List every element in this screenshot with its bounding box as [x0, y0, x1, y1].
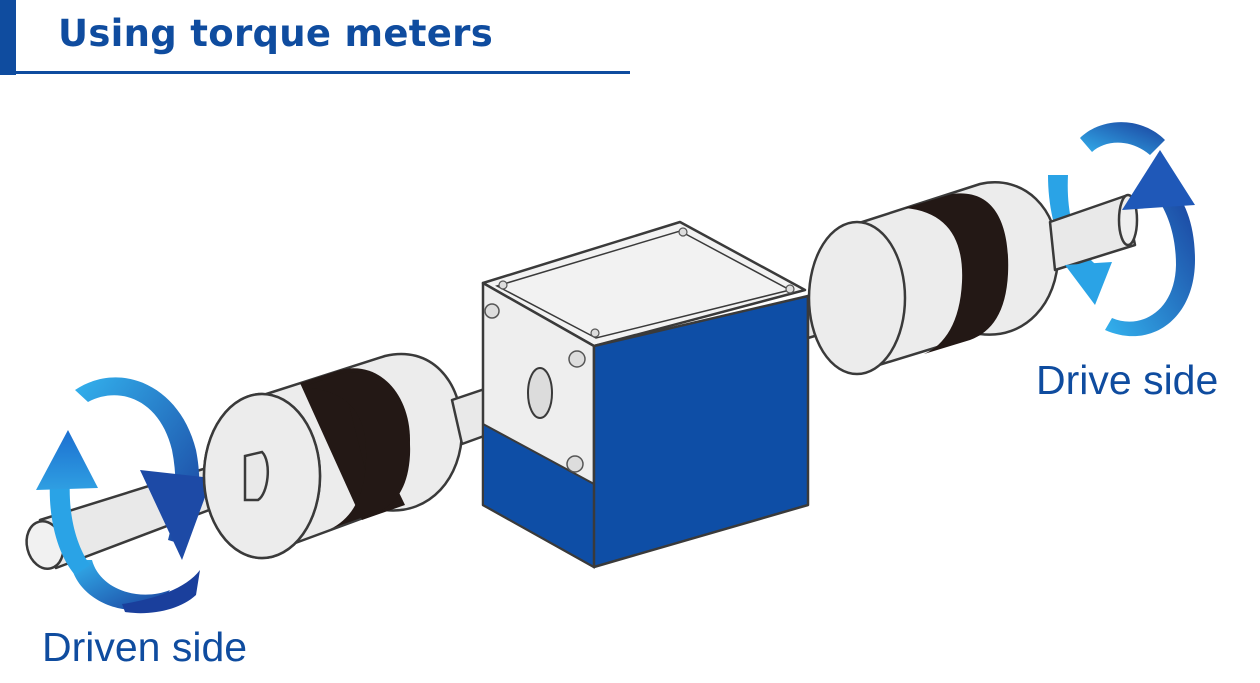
driven-coupling-band [302, 372, 411, 529]
screw-icon [498, 280, 508, 290]
drive-side-label: Drive side [1036, 357, 1219, 403]
torque-meter-housing [481, 220, 810, 569]
screw-icon [484, 303, 500, 319]
screw-icon [566, 455, 584, 473]
driven-side-label: Driven side [42, 624, 248, 670]
drive-rotation-arrow-front-icon [1065, 150, 1195, 337]
screw-icon [785, 284, 795, 294]
drive-rotation-arrow-icon [1048, 122, 1165, 282]
driven-rotation-arrow-icon [75, 377, 212, 560]
driven-coupling-face [202, 392, 322, 560]
page-title: Using torque meters [58, 12, 494, 55]
screw-icon [568, 350, 586, 368]
drive-shaft [1048, 193, 1139, 272]
driven-rotation-arrow-front-icon [36, 430, 200, 614]
screw-icon [590, 328, 600, 338]
screw-icon [678, 227, 688, 237]
drive-coupling [807, 181, 1060, 376]
header-accent-bar [0, 0, 16, 75]
header-underline [16, 71, 630, 74]
